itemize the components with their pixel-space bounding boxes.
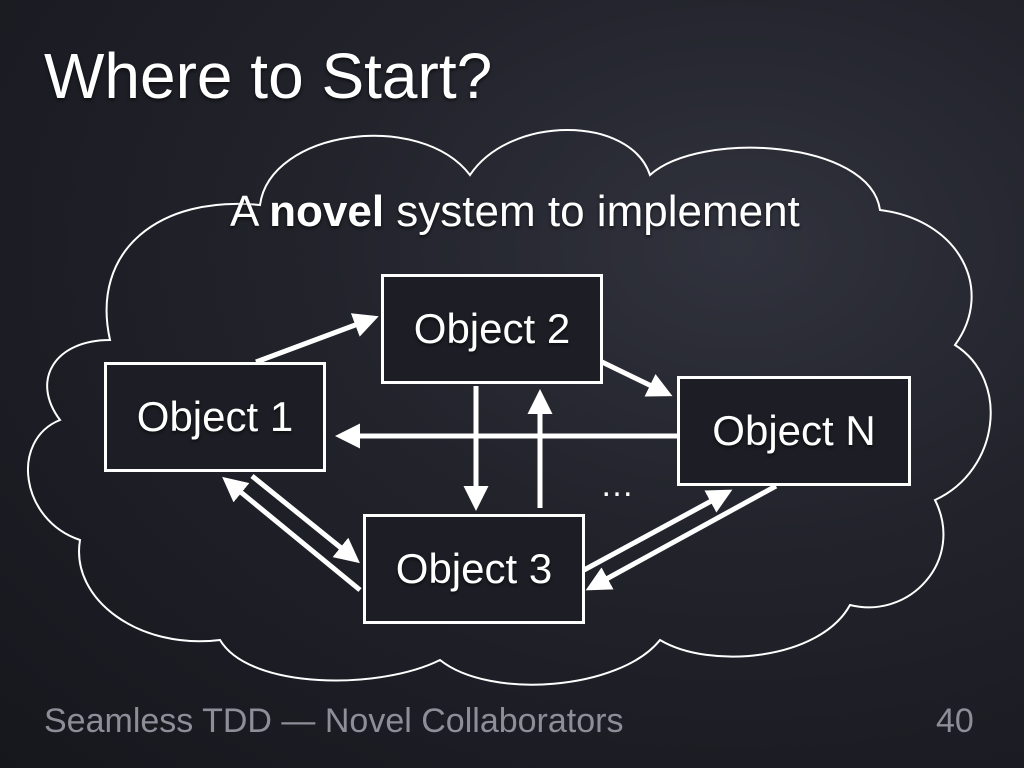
node-object-2: Object 2: [381, 274, 603, 384]
caption-prefix: A: [230, 187, 270, 236]
footer-page-number: 40: [936, 702, 974, 740]
arrow-object2-to-objectn: [600, 359, 673, 397]
caption-suffix: system to implement: [384, 187, 800, 236]
cloud-outline: [27, 129, 992, 686]
diagram-caption: A novel system to implement: [230, 190, 800, 234]
arrow-object1-to-object3: [250, 474, 360, 564]
arrow-object3-to-objectn: [582, 489, 733, 573]
caption-emphasis: novel: [269, 187, 385, 236]
footer-deck-title: Seamless TDD — Novel Collaborators: [44, 702, 624, 740]
slide-title: Where to Start?: [44, 40, 493, 112]
arrow-object1-to-object2: [255, 313, 379, 365]
node-object-n: Object N: [677, 376, 911, 486]
arrow-objectn-to-object3: [585, 483, 778, 591]
arrow-object3-to-object1: [222, 476, 362, 592]
node-object-1: Object 1: [104, 362, 326, 472]
ellipsis-more-objects: …: [600, 466, 634, 504]
node-object-3: Object 3: [363, 514, 585, 624]
